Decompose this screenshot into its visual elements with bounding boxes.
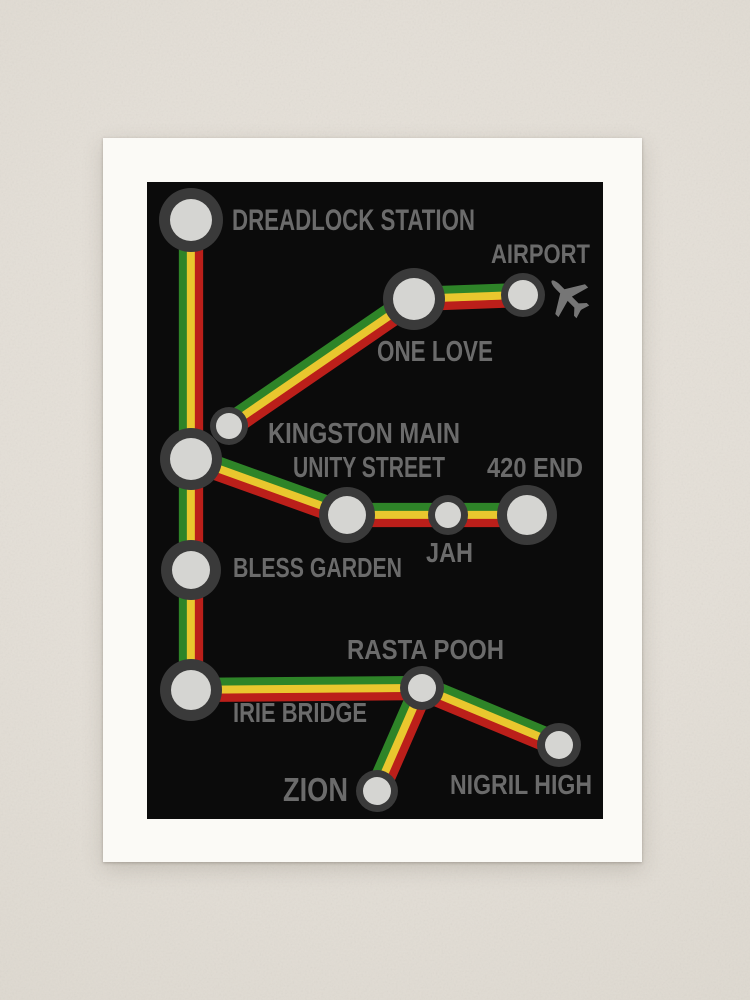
station-circle-kingston-main-hub xyxy=(170,438,212,480)
metro-line-airport-oneLove-kingston xyxy=(222,292,421,433)
metro-line-nigril-rastapooh xyxy=(418,674,569,744)
station-circle-one-love xyxy=(393,278,435,320)
station-circle-rasta-pooh xyxy=(408,674,436,702)
station-label-zion: ZION xyxy=(283,771,348,808)
station-label-dreadlock-station: DREADLOCK STATION xyxy=(232,204,475,237)
station-label-bless-garden: BLESS GARDEN xyxy=(233,552,402,583)
station-label-airport: AIRPORT xyxy=(491,239,590,269)
station-circle-dreadlock-station xyxy=(170,199,212,241)
metro-map: DREADLOCK STATION AIRPORT ONE LOVE KINGSTON… xyxy=(147,182,603,819)
metro-line-rastapooh-irie xyxy=(186,691,428,703)
station-label-rasta-pooh: RASTA POOH xyxy=(347,634,504,665)
station-label-kingston-main: KINGSTON MAIN xyxy=(268,418,460,450)
station-label-irie-bridge: IRIE BRIDGE xyxy=(233,697,367,728)
art-print-sheet: DREADLOCK STATION AIRPORT ONE LOVE KINGSTON… xyxy=(103,138,642,862)
poster: DREADLOCK STATION AIRPORT ONE LOVE KINGSTON… xyxy=(147,182,603,819)
metro-line-rastapooh-irie xyxy=(185,683,428,695)
station-circle-420-end xyxy=(507,495,547,535)
metro-line-airport-oneLove-kingston xyxy=(227,299,425,439)
metro-line-airport-oneLove-kingston xyxy=(218,286,416,426)
station-label-420-end: 420 END xyxy=(487,452,583,483)
metro-line-rastapooh-irie xyxy=(185,675,427,687)
station-circle-jah xyxy=(435,502,461,528)
station-label-jah: JAH xyxy=(426,537,473,568)
station-circle-kingston-main xyxy=(216,413,242,439)
station-circle-unity-street xyxy=(328,496,366,534)
station-label-nigril-high: NIGRIL HIGH xyxy=(450,769,592,800)
station-label-one-love: ONE LOVE xyxy=(377,336,493,368)
metro-line-nigril-rastapooh xyxy=(412,689,563,759)
station-circle-nigril-high xyxy=(545,731,573,759)
station-circle-irie-bridge xyxy=(171,670,211,710)
station-circle-airport xyxy=(508,280,538,310)
station-circle-zion xyxy=(363,777,391,805)
station-label-unity-street: UNITY STREET xyxy=(293,452,445,484)
airplane-icon xyxy=(551,280,590,319)
station-circle-bless-garden xyxy=(172,551,210,589)
